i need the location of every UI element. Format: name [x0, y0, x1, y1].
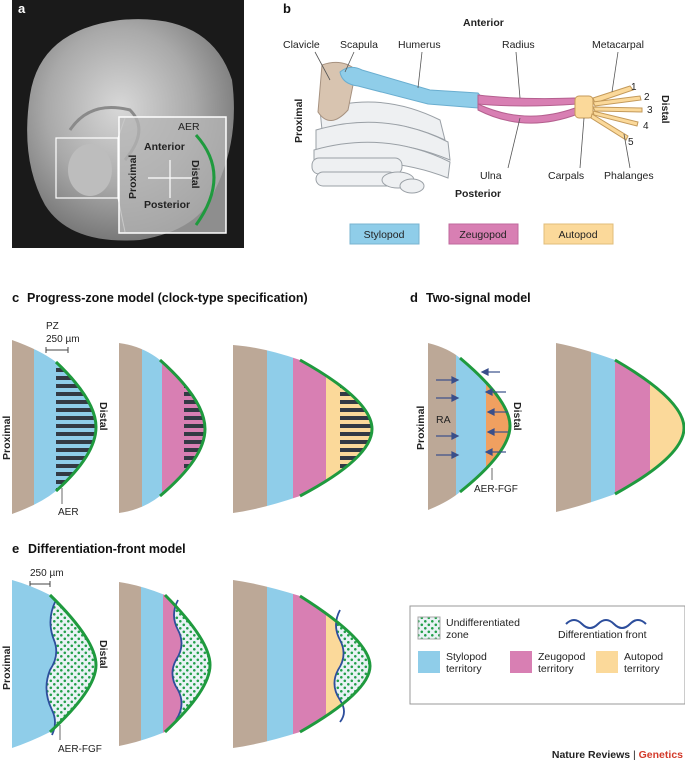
hand-bones: [574, 85, 643, 141]
radius-bone: [477, 94, 579, 107]
stylo-legend-line2: territory: [446, 663, 482, 675]
panel-d: d Two-signal model RA Proximal Distal AE…: [410, 290, 685, 512]
proximal-label-d: Proximal: [415, 406, 427, 450]
metacarpal-label: Metacarpal: [592, 39, 644, 51]
radius-label: Radius: [502, 39, 535, 51]
digit-label-3: 3: [647, 105, 653, 116]
digit-label-4: 4: [643, 121, 649, 132]
aer-d-1: [459, 356, 512, 494]
undiff-legend-line1: Undifferentiated: [446, 617, 520, 629]
anterior-label-b: Anterior: [463, 17, 504, 29]
panel-c-letter: c: [12, 290, 19, 305]
panel-d-title: Two-signal model: [426, 291, 531, 305]
credit-journal: Nature Reviews: [552, 749, 630, 761]
aer-label-c: AER: [58, 507, 79, 518]
auto-legend-line2: territory: [624, 663, 660, 675]
zoom-box-large: [118, 116, 227, 234]
ribcage: [311, 101, 451, 194]
humerus-label: Humerus: [398, 39, 441, 51]
distal-label-c: Distal: [97, 402, 109, 431]
zoom-box-small: [55, 137, 119, 199]
limb-c-3: [233, 345, 372, 513]
phalanges-label: Phalanges: [604, 170, 654, 182]
ra-arrows: [436, 376, 460, 459]
ra-label: RA: [436, 414, 451, 426]
aer-fgf-label-e: AER-FGF: [58, 744, 102, 755]
panel-b-letter: b: [283, 1, 291, 16]
scale-label-c: 250 µm: [46, 334, 80, 345]
panel-c: c Progress-zone model (clock-type specif…: [1, 290, 374, 518]
stylopod-swatch: [349, 223, 420, 245]
digit-label-1: 1: [631, 82, 637, 93]
credit-section: Genetics: [639, 749, 684, 761]
posterior-label-b: Posterior: [455, 188, 501, 200]
panel-a-letter: a: [18, 1, 26, 16]
clavicle-label: Clavicle: [283, 39, 320, 51]
posterior-label-a: Posterior: [144, 199, 190, 211]
aer-d-2: [614, 358, 685, 496]
stylopod-legend-label: Stylopod: [364, 229, 405, 241]
anterior-label-a: Anterior: [144, 141, 185, 153]
ulna-label: Ulna: [480, 170, 502, 182]
aer-fgf-label-d: AER-FGF: [474, 484, 518, 495]
distal-label-d: Distal: [511, 402, 523, 431]
digit-label-2: 2: [644, 92, 650, 103]
ulna-bone: [477, 103, 579, 124]
aer-c-3: [299, 358, 374, 498]
autopod-swatch: [543, 223, 614, 245]
zeugo-legend-line2: territory: [538, 663, 574, 675]
proximal-label-c: Proximal: [1, 416, 13, 460]
limb-bud-sem: [68, 144, 112, 196]
aer-c-1: [54, 360, 98, 493]
panel-e-title: Differentiation-front model: [28, 542, 186, 556]
pz-label: PZ: [46, 321, 59, 332]
fgf-arrows: [480, 368, 508, 456]
undiff-legend-line2: zone: [446, 629, 469, 641]
panel-d-letter: d: [410, 290, 418, 305]
model-legend: [409, 605, 685, 705]
zeugopod-swatch: [448, 223, 519, 245]
aer-c-2: [159, 358, 207, 498]
panel-c-title: Progress-zone model (clock-type specific…: [27, 291, 308, 305]
proximal-label-b: Proximal: [293, 99, 305, 143]
scale-label-e: 250 µm: [30, 568, 64, 579]
front-legend-label: Differentiation front: [558, 629, 647, 641]
zeugo-legend-line1: Zeugopod: [538, 651, 585, 663]
distal-label-b: Distal: [659, 95, 671, 124]
zeugopod-legend-label: Zeugopod: [459, 229, 506, 241]
undiff-zone-swatch: [417, 616, 441, 640]
panel-b: b Anterior Posterior Proximal Distal: [283, 1, 671, 245]
auto-legend-line1: Autopod: [624, 651, 663, 663]
panel-e: e Differentiation-front model 250 µm Pro…: [1, 541, 685, 755]
proximal-label-e: Proximal: [1, 646, 13, 690]
diff-front-e-1: [45, 599, 58, 736]
diff-front-legend-swatch: [565, 619, 647, 629]
diff-front-e-2: [171, 599, 183, 721]
aer-e-1: [48, 593, 98, 734]
journal-credit: Nature Reviews | Genetics: [552, 749, 683, 761]
distal-label-e: Distal: [97, 640, 109, 669]
scapula-label: Scapula: [340, 39, 378, 51]
distal-label-a: Distal: [189, 160, 201, 189]
credit-separator: |: [630, 749, 639, 761]
stylo-legend-line1: Stylopod: [446, 651, 487, 663]
panel-e-letter: e: [12, 541, 19, 556]
panel-a: a AER Anterior Posterior Proximal Distal: [12, 0, 244, 248]
stylo-territory-swatch: [418, 651, 440, 673]
diff-front-e-3: [333, 609, 345, 723]
zeugo-territory-swatch: [510, 651, 532, 673]
aer-e-2: [163, 593, 212, 734]
carpals-label: Carpals: [548, 170, 584, 182]
proximal-label-a: Proximal: [127, 155, 139, 199]
autopod-legend-label: Autopod: [558, 229, 597, 241]
aer-line-sem: [194, 133, 216, 226]
digit-label-5: 5: [628, 137, 634, 148]
auto-territory-swatch: [596, 651, 618, 673]
aer-e-3: [299, 594, 372, 734]
aer-label-a: AER: [178, 121, 200, 133]
